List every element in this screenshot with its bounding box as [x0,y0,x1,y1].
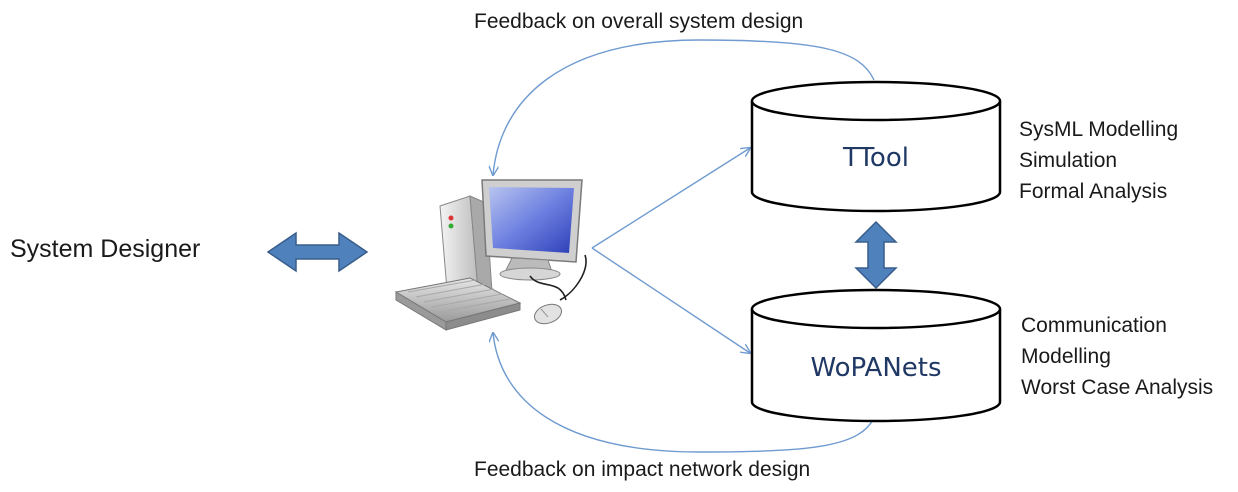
system-designer-label: System Designer [10,235,201,263]
wopanets-capabilities: Communication Modelling Worst Case Analy… [1021,310,1213,403]
ttool-database-icon [750,80,1002,213]
feedback-bottom-label: Feedback on impact network design [474,458,811,481]
wopanets-capability: Worst Case Analysis [1021,376,1214,399]
feedback-top-label: Feedback on overall system design [474,10,804,33]
line-to-ttool [591,148,750,249]
wopanets-database-icon [750,288,1002,423]
ttool-capability: Formal Analysis [1019,180,1168,203]
computer-icon [394,179,587,331]
ttool-capability: SysML Modelling [1019,118,1179,141]
double-arrow-icon [266,231,369,273]
feedback-top-arc [493,39,875,175]
line-to-wopanets [591,247,750,353]
ttool-capability: Simulation [1019,149,1118,172]
database-link-double-arrow-icon [854,220,898,290]
ttool-label: TTool [842,143,909,173]
feedback-bottom-arc [493,333,875,453]
wopanets-capability: Modelling [1021,345,1111,368]
wopanets-capability: Communication [1021,314,1167,337]
ttool-capabilities: SysML Modelling Simulation Formal Analys… [1019,114,1178,207]
wopanets-label: WoPANets [810,353,941,383]
